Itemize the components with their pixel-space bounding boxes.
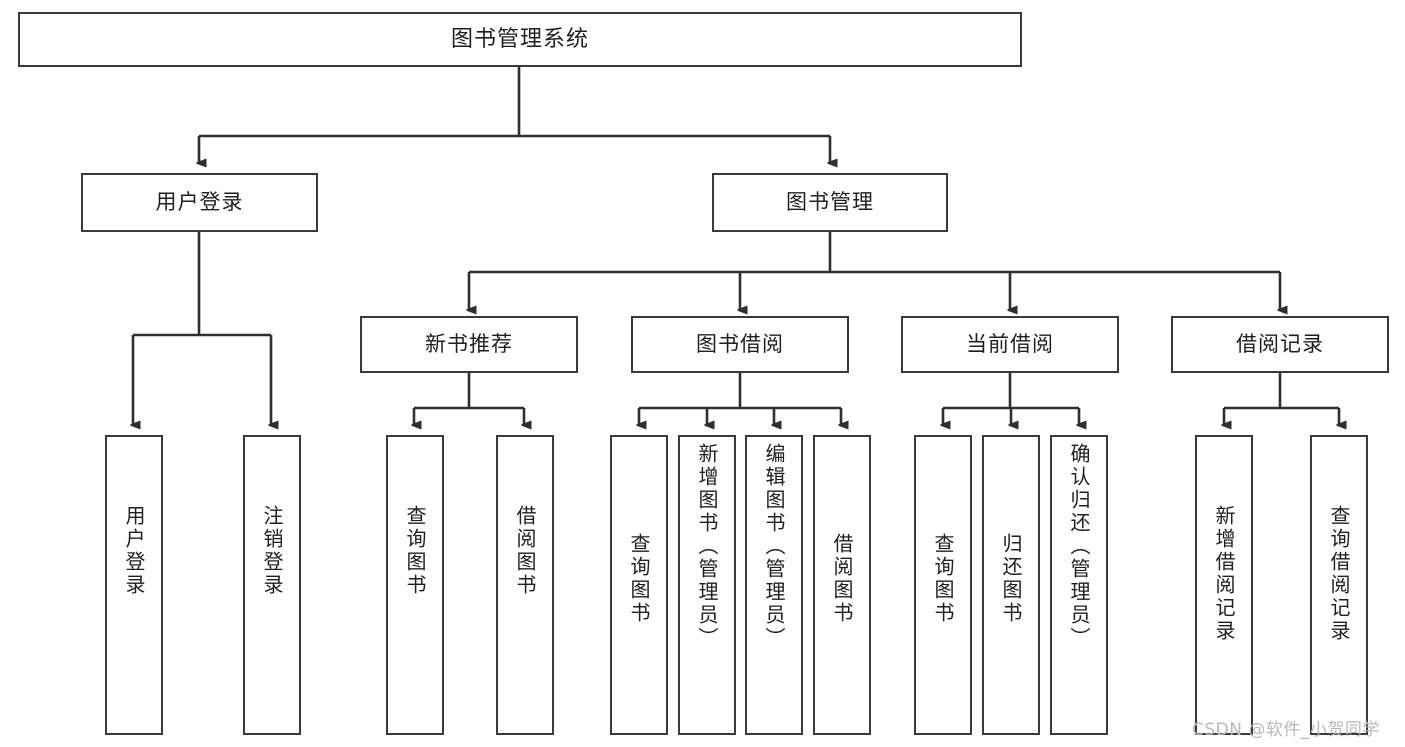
node-label: 借阅图书 xyxy=(830,533,854,625)
leaf-user-logout[interactable]: 注销登录 xyxy=(243,435,301,735)
node-label: 图书管理系统 xyxy=(450,26,589,52)
leaf-query-borrow-record[interactable]: 查询借阅记录 xyxy=(1310,435,1368,735)
leaf-add-book-admin[interactable]: 新增图书（管理员） xyxy=(678,435,736,735)
node-label: 图书借阅 xyxy=(696,332,784,357)
leaf-edit-book-admin[interactable]: 编辑图书（管理员） xyxy=(745,435,803,735)
leaf-add-borrow-record[interactable]: 新增借阅记录 xyxy=(1195,435,1253,735)
node-label: 查询图书 xyxy=(931,533,955,625)
node-label: 借阅图书 xyxy=(513,505,537,597)
leaf-confirm-return-admin[interactable]: 确认归还（管理员） xyxy=(1050,435,1108,735)
node-label: 图书管理 xyxy=(786,190,874,215)
leaf-query-book-recommend[interactable]: 查询图书 xyxy=(386,435,444,735)
node-label: 新书推荐 xyxy=(425,332,513,357)
node-label: 查询图书 xyxy=(627,533,651,625)
node-new-book-recommend[interactable]: 新书推荐 xyxy=(360,316,578,373)
node-label: 注销登录 xyxy=(260,505,284,597)
node-label: 归还图书 xyxy=(999,533,1023,625)
node-label: 新增图书（管理员） xyxy=(695,443,719,650)
node-root-book-management-system[interactable]: 图书管理系统 xyxy=(18,12,1022,67)
node-label: 用户登录 xyxy=(122,505,146,597)
node-current-borrow[interactable]: 当前借阅 xyxy=(901,316,1119,373)
node-book-management[interactable]: 图书管理 xyxy=(712,173,948,232)
node-label: 确认归还（管理员） xyxy=(1067,443,1091,650)
node-user-login[interactable]: 用户登录 xyxy=(81,173,318,232)
node-label: 借阅记录 xyxy=(1236,332,1324,357)
leaf-return-book[interactable]: 归还图书 xyxy=(982,435,1040,735)
leaf-user-login[interactable]: 用户登录 xyxy=(105,435,163,735)
node-borrow-record[interactable]: 借阅记录 xyxy=(1171,316,1389,373)
node-label: 当前借阅 xyxy=(966,332,1054,357)
node-label: 查询图书 xyxy=(403,505,427,597)
node-book-borrow[interactable]: 图书借阅 xyxy=(631,316,849,373)
node-label: 编辑图书（管理员） xyxy=(762,443,786,650)
leaf-query-book-current[interactable]: 查询图书 xyxy=(914,435,972,735)
node-label: 用户登录 xyxy=(155,190,244,215)
node-label: 新增借阅记录 xyxy=(1212,505,1236,643)
watermark-csdn: CSDN @软件_小贺同学 xyxy=(1192,720,1380,740)
leaf-query-book-borrow[interactable]: 查询图书 xyxy=(610,435,668,735)
leaf-borrow-book[interactable]: 借阅图书 xyxy=(813,435,871,735)
node-label: 查询借阅记录 xyxy=(1327,505,1351,643)
leaf-borrow-book-recommend[interactable]: 借阅图书 xyxy=(496,435,554,735)
